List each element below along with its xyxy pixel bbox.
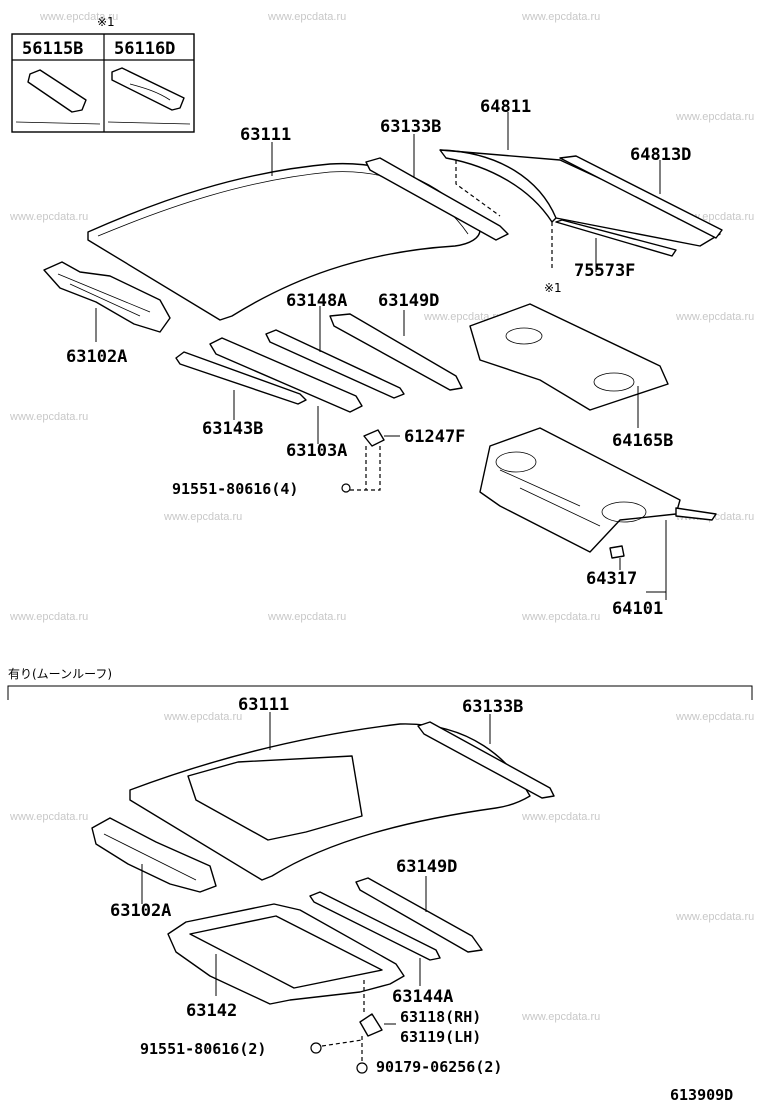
footnote-mark: ※1 xyxy=(544,281,562,295)
part-label: 63118(RH) xyxy=(400,1008,481,1026)
watermark: www.epcdata.ru xyxy=(267,11,346,23)
clip-icon xyxy=(310,1042,322,1054)
watermark: www.epcdata.ru xyxy=(675,311,754,323)
reinforcement-icon xyxy=(265,329,405,399)
part-label: 63111 xyxy=(238,695,289,715)
watermark: www.epcdata.ru xyxy=(675,711,754,723)
part-label: 63102A xyxy=(66,347,127,367)
part-label: 63149D xyxy=(396,857,457,877)
part-label: 63102A xyxy=(110,901,171,921)
weatherstrip-icon xyxy=(555,219,677,257)
standard-roof-group xyxy=(43,149,723,559)
watermark: www.epcdata.ru xyxy=(521,811,600,823)
front-header-icon xyxy=(91,817,217,893)
sunroof-housing-icon xyxy=(167,903,405,1005)
clip-icon xyxy=(341,483,351,493)
part-label: 56115B xyxy=(22,39,83,59)
roof-bow-icon xyxy=(175,351,307,405)
part-label: 64813D xyxy=(630,145,691,165)
watermark: www.epcdata.ru xyxy=(9,411,88,423)
watermark: www.epcdata.ru xyxy=(9,811,88,823)
part-label: 63133B xyxy=(380,117,441,137)
bottom-labels: 63111 63133B 63102A 63149D 63142 63144A … xyxy=(110,695,523,1076)
package-tray-panel-icon xyxy=(479,427,681,553)
part-label: 64101 xyxy=(612,599,663,619)
bracket-icon xyxy=(359,1013,383,1037)
reinforcement-icon xyxy=(329,313,463,391)
part-label: 90179-06256(2) xyxy=(376,1058,502,1076)
watermark: www.epcdata.ru xyxy=(163,511,242,523)
section-note: 有り(ムーンルーフ) xyxy=(8,667,112,681)
part-label: 63149D xyxy=(378,291,439,311)
part-label: 63144A xyxy=(392,987,453,1007)
diagram-code: 613909D xyxy=(670,1086,733,1104)
watermark: www.epcdata.ru xyxy=(39,11,118,23)
watermark: www.epcdata.ru xyxy=(267,611,346,623)
part-label: 91551-80616(2) xyxy=(140,1040,266,1058)
part-label: 63143B xyxy=(202,419,263,439)
top-labels: 63111 63133B 64811 64813D 75573F ※1 6310… xyxy=(66,97,691,619)
part-label: 64811 xyxy=(480,97,531,117)
sunroof-opening-icon xyxy=(187,755,363,841)
side-rail-icon xyxy=(365,157,509,241)
side-rail-icon xyxy=(417,721,555,799)
sticker-part-icon xyxy=(111,67,185,111)
watermark: www.epcdata.ru xyxy=(9,611,88,623)
glass-edge-icon xyxy=(439,149,557,223)
part-label: 63142 xyxy=(186,1001,237,1021)
watermark: www.epcdata.ru xyxy=(675,111,754,123)
molding-icon xyxy=(559,155,723,239)
bottom-leaders xyxy=(141,712,491,1025)
reinforcement-icon xyxy=(355,877,483,953)
top-leaders xyxy=(95,112,667,600)
part-label: 64317 xyxy=(586,569,637,589)
part-label: 64165B xyxy=(612,431,673,451)
panel-clip-icon xyxy=(609,545,625,559)
watermark: www.epcdata.ru xyxy=(521,611,600,623)
watermarks: www.epcdata.ru www.epcdata.ru www.epcdat… xyxy=(9,11,754,1023)
watermark: www.epcdata.ru xyxy=(675,911,754,923)
watermark: www.epcdata.ru xyxy=(163,711,242,723)
bracket-icon xyxy=(363,429,385,447)
footnote-mark: ※1 xyxy=(97,15,115,29)
inset-box: ※1 56115B 56116D xyxy=(11,15,195,133)
watermark: www.epcdata.ru xyxy=(9,211,88,223)
front-header-icon xyxy=(43,261,171,333)
roof-bow-icon xyxy=(209,337,363,413)
part-label: 63111 xyxy=(240,125,291,145)
sticker-part-icon xyxy=(27,69,87,113)
part-label: 91551-80616(4) xyxy=(172,480,298,498)
moonroof-section-header: 有り(ムーンルーフ) xyxy=(7,667,753,700)
part-label: 61247F xyxy=(404,427,465,447)
part-label: 63103A xyxy=(286,441,347,461)
part-label: 63119(LH) xyxy=(400,1028,481,1046)
watermark: www.epcdata.ru xyxy=(423,311,502,323)
part-label: 56116D xyxy=(114,39,175,59)
moonroof-roof-group xyxy=(91,721,555,1074)
screw-icon xyxy=(356,1062,368,1074)
back-window-glass-icon xyxy=(439,149,721,247)
part-label: 63133B xyxy=(462,697,523,717)
roof-panel-icon xyxy=(129,723,531,881)
watermark: www.epcdata.ru xyxy=(521,1011,600,1023)
package-tray-trim-icon xyxy=(469,303,669,411)
part-label: 75573F xyxy=(574,261,635,281)
watermark: www.epcdata.ru xyxy=(521,11,600,23)
reinforcement-icon xyxy=(309,891,441,961)
part-label: 63148A xyxy=(286,291,347,311)
